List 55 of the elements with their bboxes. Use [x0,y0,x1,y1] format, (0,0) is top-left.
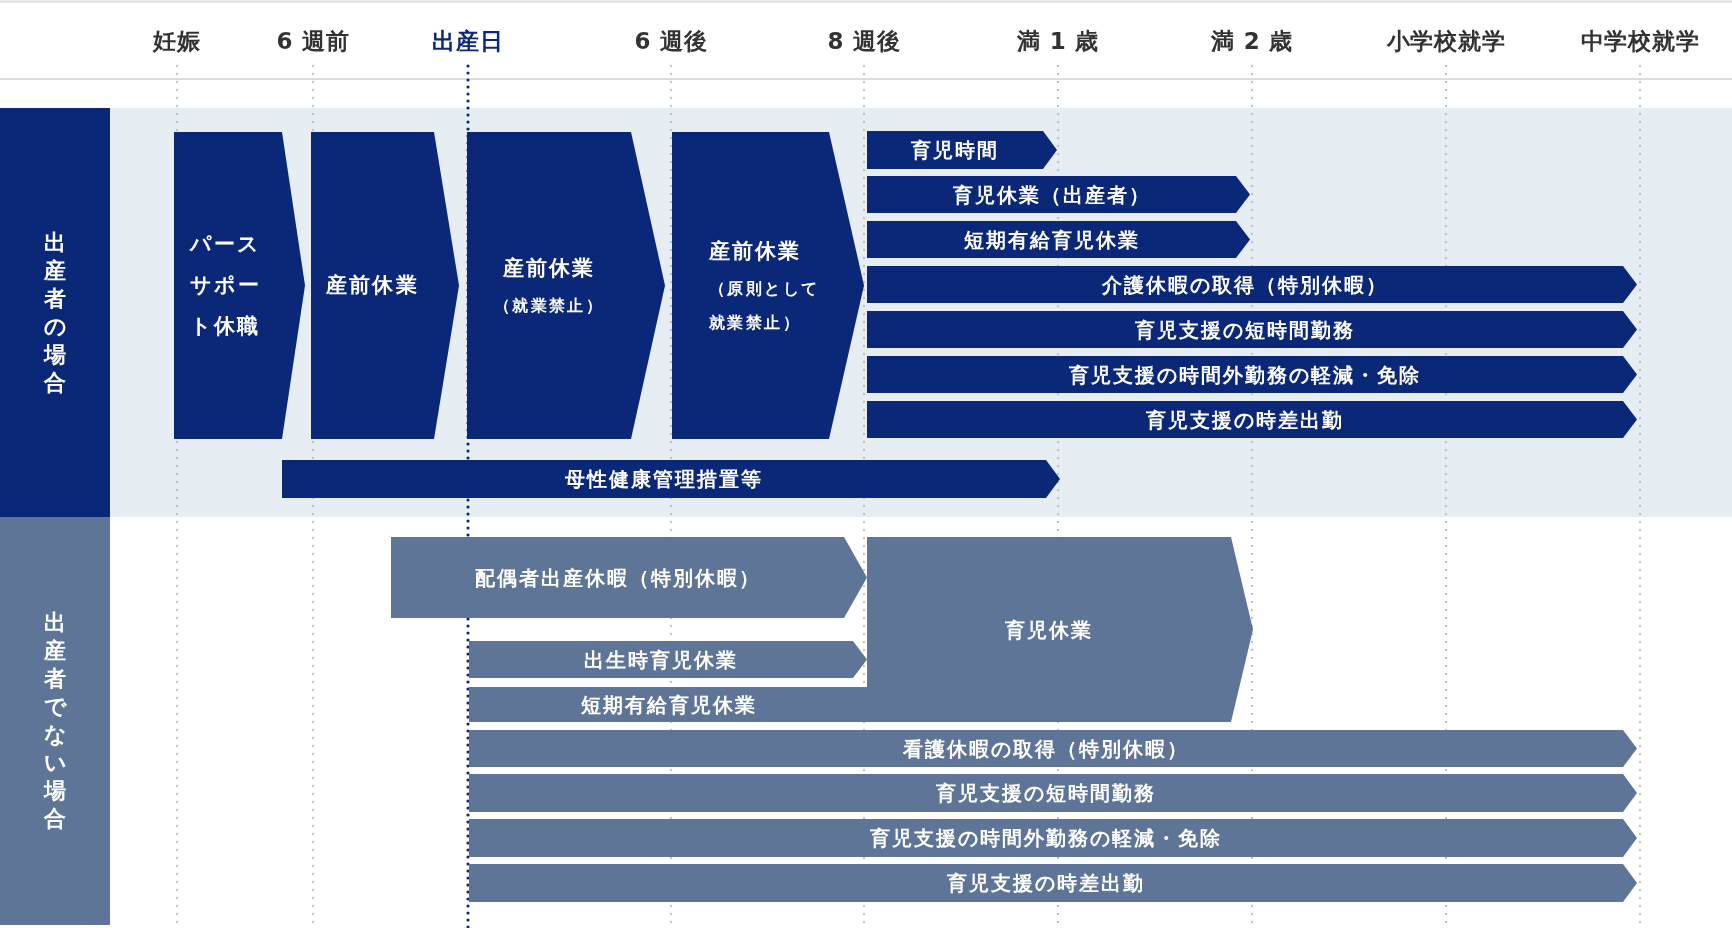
timeline-label: 6 週後 [634,26,708,56]
phase-note: （原則として就業禁止） [709,278,821,334]
bar-label: 育児休業 [1005,616,1093,643]
period-bar [469,864,1637,902]
period-bar [469,819,1637,857]
bar-label: 短期有給育児休業 [963,226,1140,253]
phase-label: 産前休業 [326,272,419,300]
phase-note: （就業禁止） [493,295,605,318]
bar-label: 配偶者出産休暇（特別休暇） [474,564,761,591]
period-bar [867,537,1253,722]
bar-label: 育児支援の時間外勤務の軽減・免除 [870,825,1222,851]
bar-label: 育児支援の時差出勤 [1146,406,1344,433]
phase-block [672,132,864,439]
period-bar [282,460,1060,498]
bar-label: 育児支援の時間外勤務の軽減・免除 [1069,361,1421,388]
timeline-label: 出産日 [432,26,504,56]
period-bar [867,176,1250,213]
section-title: 出産者でない場合 [44,609,66,833]
timeline-label: 満 1 歳 [1017,26,1099,56]
phase-block [174,132,305,439]
bar-label: 育児時間 [911,137,999,163]
section-header-bar [0,517,110,925]
phase-block [467,132,665,439]
timeline-label: 妊娠 [153,26,201,56]
phase-label: 産前休業 [709,238,802,266]
period-bar [469,774,1637,812]
period-bar [469,641,867,678]
section-title: 出産者の場合 [44,228,66,397]
timeline-label: 小学校就学 [1386,26,1506,56]
phase-block [311,132,459,439]
phase-label: 産前休業 [502,255,596,283]
timeline-label: 8 週後 [827,26,901,56]
phase-label: パースサポート休職 [190,231,263,340]
timeline-label: 満 2 歳 [1211,26,1293,56]
bar-label: 介護休暇の取得（特別休暇） [1102,271,1388,298]
period-bar [469,730,1637,767]
bar-label: 看護休暇の取得（特別休暇） [903,735,1189,762]
period-bar [469,687,868,722]
timeline-label: 中学校就学 [1580,26,1700,56]
period-bar [867,356,1637,393]
period-bar [391,537,867,618]
bar-label: 育児支援の短時間勤務 [936,780,1156,806]
period-bar [867,221,1250,258]
period-bar [867,401,1637,438]
bar-label: 短期有給育児休業 [580,691,757,718]
period-bar [867,131,1057,169]
bar-label: 出生時育児休業 [584,646,738,673]
bar-label: 育児支援の短時間勤務 [1135,316,1355,343]
period-bar [867,311,1637,348]
bar-label: 母性健康管理措置等 [565,466,763,492]
bar-label: 育児支援の時差出勤 [947,870,1145,896]
timeline-label: 6 週前 [276,26,350,56]
section-header-bar [0,108,110,517]
bar-label: 育児休業（出産者） [952,181,1151,208]
period-bar [867,266,1637,303]
